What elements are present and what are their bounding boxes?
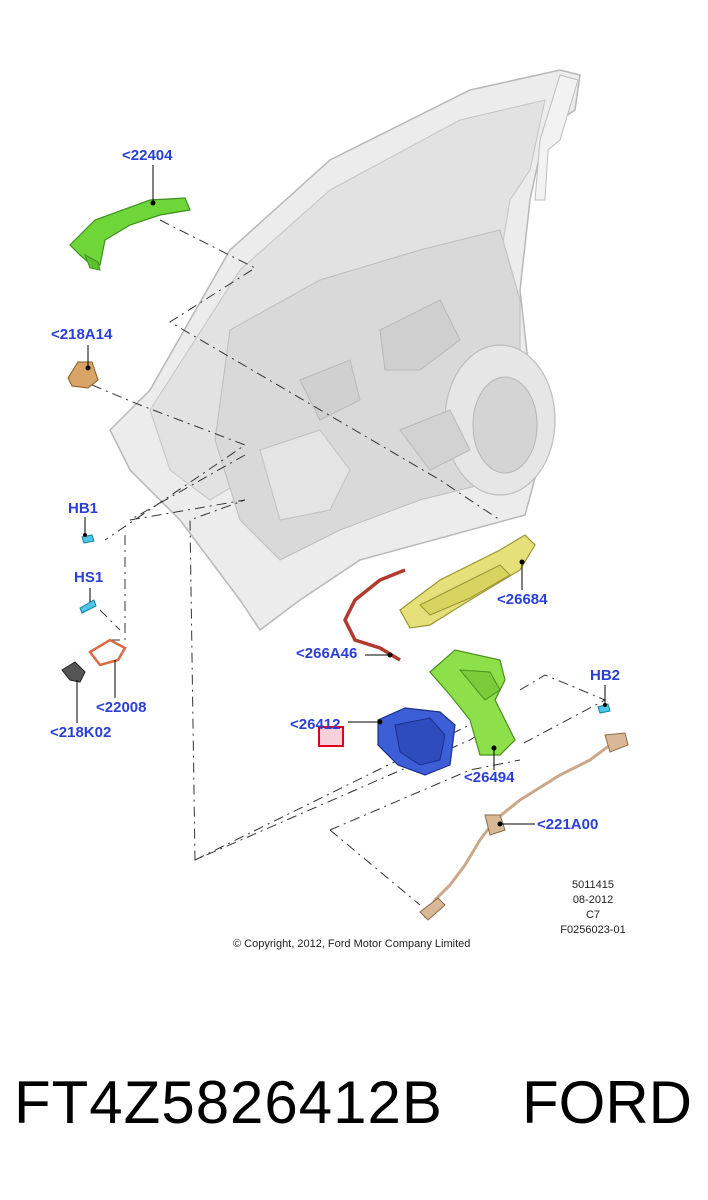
- callout-26412[interactable]: <26412: [290, 716, 341, 733]
- callout-221a00[interactable]: <221A00: [537, 816, 599, 833]
- handle-gasket-22008[interactable]: [88, 638, 127, 667]
- exploded-door-diagram: [61, 69, 629, 921]
- callout-hb2[interactable]: HB2: [590, 667, 621, 684]
- handle-bracket-218a14[interactable]: [67, 361, 99, 389]
- callout-hb1[interactable]: HB1: [68, 500, 99, 517]
- callout-266a46[interactable]: <266A46: [296, 645, 358, 662]
- meta-line-4: F0256023-01: [560, 924, 626, 936]
- lock-module-26684[interactable]: [399, 534, 536, 629]
- callout-hs1[interactable]: HS1: [74, 569, 104, 586]
- drawing-metadata: 5011415 08-2012 C7 F0256023-01: [548, 878, 638, 938]
- control-cable-221a00[interactable]: [419, 732, 629, 921]
- outside-door-handle[interactable]: [69, 197, 191, 271]
- callout-22008[interactable]: <22008: [96, 699, 147, 716]
- callout-218a14[interactable]: <218A14: [51, 326, 113, 343]
- meta-line-3: C7: [585, 909, 601, 921]
- dashed-leader-lines: [91, 219, 607, 906]
- latch-bracket-26494[interactable]: [429, 649, 516, 756]
- part-number: FT4Z5826412B: [14, 1069, 443, 1136]
- brand-name: FORD: [522, 1069, 692, 1136]
- callout-26684[interactable]: <26684: [497, 591, 548, 608]
- callout-26494[interactable]: <26494: [464, 769, 515, 786]
- cover-218k02[interactable]: [61, 661, 86, 683]
- screw-hs1[interactable]: [79, 599, 97, 614]
- highlight-marker: [318, 726, 344, 747]
- callout-218k02[interactable]: <218K02: [50, 724, 112, 741]
- copyright-text: © Copyright, 2012, Ford Motor Company Li…: [233, 938, 471, 950]
- meta-line-2: 08-2012: [572, 894, 614, 906]
- callout-22404[interactable]: <22404: [122, 147, 173, 164]
- door-inner-panel: [109, 69, 581, 632]
- release-cable-266a46[interactable]: [343, 568, 406, 662]
- door-latch-26412[interactable]: [377, 707, 456, 776]
- meta-line-1: 5011415: [571, 879, 614, 891]
